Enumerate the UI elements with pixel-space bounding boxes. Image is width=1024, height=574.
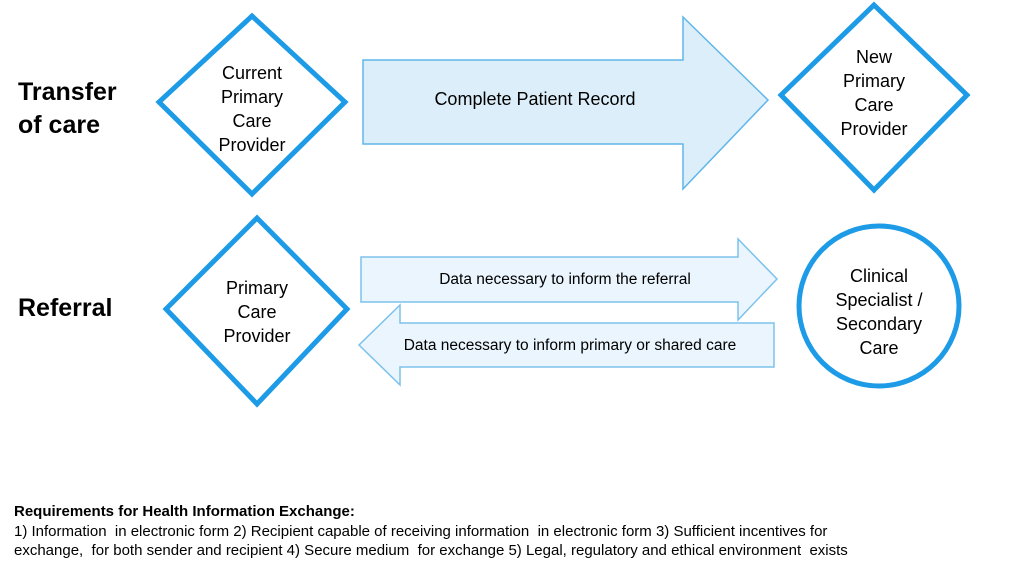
primary-provider-text: Primary Care Provider — [207, 276, 307, 348]
new-provider-diamond — [777, 1, 971, 194]
node-line: Care — [232, 111, 272, 131]
referral-forward-label: Data necessary to inform the referral — [439, 271, 691, 288]
transfer-label-line-1: Transfer — [18, 78, 117, 106]
node-line: Provider — [218, 135, 286, 155]
requirements-title: Requirements for Health Information Exch… — [14, 503, 355, 520]
node-line: Primary — [843, 71, 905, 91]
complete-record-arrow — [362, 15, 770, 191]
referral-forward-arrow — [360, 237, 779, 322]
specialist-circle — [796, 223, 962, 389]
requirements-block: Requirements for Health Information Exch… — [14, 502, 1014, 561]
node-line: Provider — [223, 326, 291, 346]
node-line: Secondary — [835, 314, 923, 334]
node-line: Provider — [840, 119, 908, 139]
current-provider-text: Current Primary Care Provider — [202, 61, 302, 157]
node-line: Care — [854, 95, 894, 115]
node-line: Specialist / — [835, 290, 923, 310]
node-line: New — [855, 47, 892, 67]
referral-return-arrow — [357, 303, 775, 387]
node-line: Clinical — [849, 266, 909, 286]
node-line: Current — [221, 63, 283, 83]
primary-provider-diamond — [162, 214, 351, 408]
requirements-line-2: exchange, for both sender and recipient … — [14, 542, 848, 559]
requirements-line-1: 1) Information in electronic form 2) Rec… — [14, 522, 828, 540]
transfer-of-care-label: Transfer of care — [18, 76, 117, 142]
node-line: Care — [237, 302, 277, 322]
new-provider-text: New Primary Care Provider — [824, 45, 924, 141]
referral-return-label: Data necessary to inform primary or shar… — [403, 337, 737, 354]
node-line: Primary — [226, 278, 288, 298]
node-line: Care — [859, 338, 899, 358]
specialist-text: Clinical Specialist / Secondary Care — [819, 264, 939, 360]
complete-record-label: Complete Patient Record — [434, 89, 636, 109]
referral-label: Referral — [18, 294, 113, 322]
current-provider-diamond — [155, 12, 349, 198]
transfer-label-line-2: of care — [18, 111, 100, 139]
node-line: Primary — [221, 87, 283, 107]
